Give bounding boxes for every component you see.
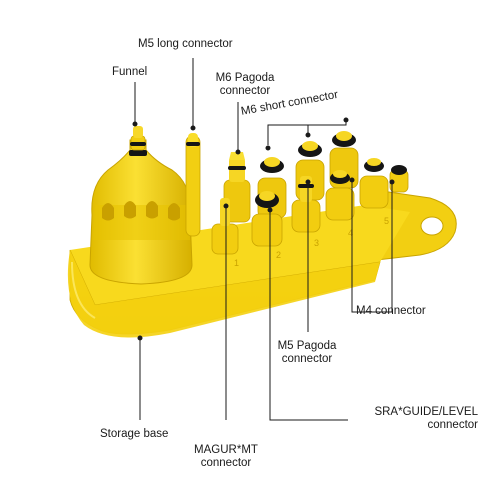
handle-hole: [420, 216, 444, 236]
m4-connector-1: [325, 170, 355, 221]
base-number: 3: [314, 238, 319, 248]
base-number: 1: [234, 258, 239, 268]
sram-guide-level-connector: [251, 191, 283, 247]
connector-row-front: [211, 158, 409, 255]
label-funnel: Funnel: [112, 66, 148, 78]
label-sram-guide-level-connector: SRA*GUIDE/LEVEL connector: [360, 406, 478, 432]
label-line: M6 Pagoda: [215, 72, 275, 84]
label-m6-pagoda-connector: M6 Pagoda connector: [200, 72, 290, 98]
label-storage-base: Storage base: [100, 428, 169, 440]
leader-lines: [132, 58, 395, 421]
m4-connector-3: [389, 165, 409, 193]
label-line: connector: [427, 419, 478, 431]
label-line: SRA*GUIDE/LEVEL: [374, 406, 478, 418]
m4-connector-2: [359, 158, 389, 209]
base-numbers: 1 2 3 4 5: [234, 216, 389, 268]
label-magura-mt-connector: MAGUR*MT connector: [186, 444, 266, 470]
funnel-bottle: [89, 126, 193, 285]
label-line: connector: [200, 457, 252, 469]
m6-pagoda-connector: [223, 152, 251, 223]
base-number: 5: [384, 216, 389, 226]
label-line: connector: [219, 85, 271, 97]
label-line: MAGUR*MT: [194, 444, 258, 456]
base-number: 4: [348, 228, 353, 238]
label-m5-pagoda-connector: M5 Pagoda connector: [262, 340, 352, 366]
label-line: M5 Pagoda: [277, 340, 337, 352]
label-line: connector: [281, 353, 333, 365]
label-m4-connector: M4 connector: [356, 305, 426, 317]
base-number: 2: [276, 250, 281, 260]
m5-long-connector: [185, 133, 201, 237]
label-m5-long-connector: M5 long connector: [138, 38, 233, 50]
